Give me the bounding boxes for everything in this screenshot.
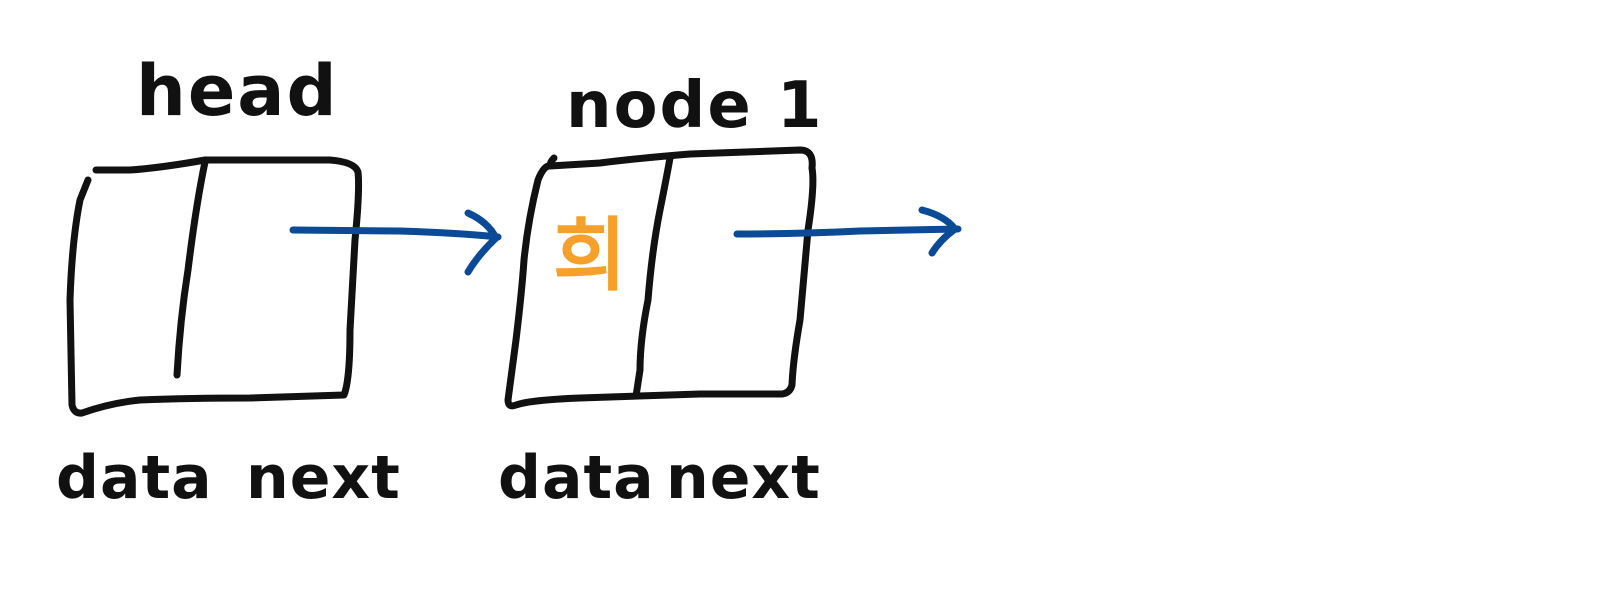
arrow-head-to-node-1 [289, 209, 502, 276]
node-head-data-label: data [56, 443, 213, 513]
node-1-next-label: next [666, 443, 821, 513]
node-1-outline [504, 146, 817, 410]
node-head-divider [173, 158, 209, 379]
arrow-2-tip [918, 206, 959, 257]
node-1-divider [632, 154, 674, 400]
node-head [66, 156, 363, 417]
node-head-next-label: next [246, 443, 401, 513]
arrow-1-shaft [289, 226, 502, 241]
node-1-data-value: 희 [553, 209, 627, 302]
arrow-node-1-to-next [733, 206, 962, 257]
arrow-1-tip [464, 209, 500, 276]
node-head-title: head [136, 50, 339, 132]
node-head-outline [66, 156, 363, 417]
node-1-data-label: data [498, 443, 655, 513]
node-1-title: node 1 [566, 69, 824, 143]
node-1 [504, 146, 817, 410]
arrow-2-shaft [733, 225, 962, 238]
